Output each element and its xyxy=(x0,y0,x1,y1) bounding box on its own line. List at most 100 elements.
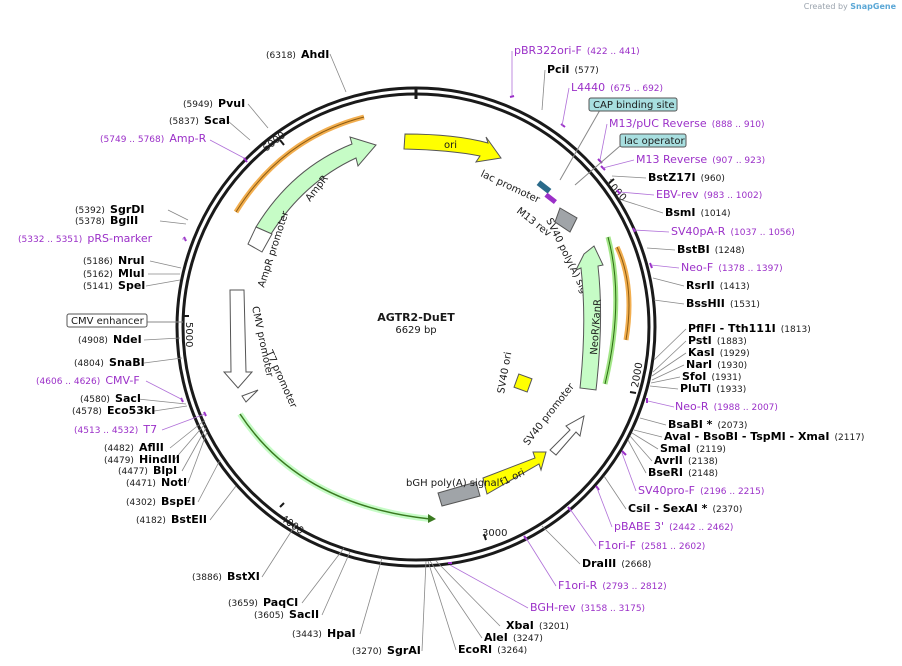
site-leader-line xyxy=(619,191,655,196)
feature-neor-green-core xyxy=(604,236,617,385)
site-name: ScaI xyxy=(204,114,230,127)
site-position: (2073) xyxy=(718,421,748,431)
site-position: (2668) xyxy=(621,560,651,570)
site-label: (6318) AhdI xyxy=(266,43,329,62)
site-label: (5837) ScaI xyxy=(169,109,230,128)
site-position: (4578) xyxy=(72,407,102,417)
site-leader-line xyxy=(633,429,663,438)
site-leader-line xyxy=(651,364,685,381)
site-name: SV40pro-F xyxy=(638,484,695,497)
site-leader-line xyxy=(650,376,681,384)
feature-ori-label: ori xyxy=(444,140,457,151)
site-position: (4606 .. 4626) xyxy=(36,377,100,387)
site-label: (5162) MluI xyxy=(83,262,145,281)
site-position: (5141) xyxy=(83,282,113,292)
feature-neor-label: NeoR/KanR xyxy=(589,299,604,356)
site-label: (4908) NdeI xyxy=(78,328,142,347)
site-labels: (6318) AhdI(5949) PvuI(5837) ScaI(5749 .… xyxy=(18,43,864,657)
site-name: PstI xyxy=(688,334,712,347)
watermark-prefix: Created by xyxy=(803,2,848,11)
site-label: (5378) BglII xyxy=(75,209,138,228)
site-leader-line xyxy=(181,427,207,472)
site-position: (907 .. 923) xyxy=(712,156,765,166)
site-label: (5392) SgrDI xyxy=(75,198,144,217)
site-leader-line xyxy=(647,400,675,408)
site-leader-line xyxy=(541,69,546,111)
site-name: BglII xyxy=(110,214,138,227)
site-leader-line xyxy=(227,120,251,141)
lac-operator-box: lac operator xyxy=(574,133,687,186)
site-label: AvrII (2138) xyxy=(654,449,718,468)
site-label: (4578) Eco53kI xyxy=(72,399,155,418)
site-leader-line xyxy=(561,87,570,127)
site-name: BssHII xyxy=(686,297,725,310)
site-position: (4908) xyxy=(78,336,108,346)
site-leader-line xyxy=(161,413,206,431)
site-label: SV40pA-R (1037 .. 1056) xyxy=(671,220,795,239)
site-name: AhdI xyxy=(301,48,329,61)
site-name: AflII xyxy=(139,441,164,454)
site-position: (4482) xyxy=(104,444,134,454)
site-position: (4479) xyxy=(104,456,134,466)
site-name: BstBI xyxy=(677,243,710,256)
site-name: BstZ17I xyxy=(648,171,696,184)
site-leader-line xyxy=(421,560,427,652)
feature-bgh-polya: bGH poly(A) signal xyxy=(406,478,499,507)
site-name: RsrII xyxy=(686,279,715,292)
site-position: (1413) xyxy=(720,282,750,292)
site-label: SfoI (1931) xyxy=(682,365,741,384)
ruler-label-5000: 5000 xyxy=(183,322,194,347)
site-leader-line xyxy=(629,435,653,462)
site-name: XbaI xyxy=(506,619,534,632)
site-label: (4482) AflII xyxy=(104,436,164,455)
site-position: (3158 .. 3175) xyxy=(581,604,645,614)
site-position: (1813) xyxy=(781,325,811,335)
site-name: SacI xyxy=(115,392,141,405)
lac-operator-label: lac operator xyxy=(624,136,685,147)
site-position: (5837) xyxy=(169,117,199,127)
cmv-enhancer-label: CMV enhancer xyxy=(71,316,145,327)
site-name: PvuI xyxy=(218,97,245,110)
watermark-brand: SnapGene xyxy=(850,2,896,11)
feature-ampr-orange-core xyxy=(235,116,365,213)
site-position: (422 .. 441) xyxy=(587,47,640,57)
site-leader-line xyxy=(603,475,627,510)
site-leader-line xyxy=(627,439,647,474)
site-name: MluI xyxy=(118,267,145,280)
site-label: (4479) HindIII xyxy=(104,448,180,467)
site-name: Neo-F xyxy=(681,261,713,274)
site-position: (2196 .. 2215) xyxy=(700,487,764,497)
site-label: PflFI - Tth111I (1813) xyxy=(688,317,811,336)
site-label: PstI (1883) xyxy=(688,329,747,348)
site-name: Amp-R xyxy=(169,132,206,145)
site-name: SmaI xyxy=(660,442,691,455)
site-label: (4302) BspEI xyxy=(126,490,195,509)
site-label: AleI (3247) xyxy=(484,626,543,645)
site-position: (1933) xyxy=(716,385,746,395)
site-name: pBR322ori-F xyxy=(514,44,582,57)
site-position: (4477) xyxy=(118,467,148,477)
site-position: (6318) xyxy=(266,51,296,61)
site-name: SgrDI xyxy=(110,203,144,216)
site-name: M13 Reverse xyxy=(636,153,707,166)
site-position: (4804) xyxy=(74,359,104,369)
site-name: HpaI xyxy=(327,627,356,640)
site-position: (3605) xyxy=(254,611,284,621)
site-leader-line xyxy=(159,220,187,225)
site-name: PluTI xyxy=(680,382,711,395)
site-leader-line xyxy=(149,260,182,269)
site-leader-line xyxy=(621,199,664,214)
site-leader-line xyxy=(650,264,680,269)
site-position: (5749 .. 5768) xyxy=(100,135,164,145)
site-name: HindIII xyxy=(139,453,180,466)
site-name: KasI xyxy=(688,346,715,359)
site-name: F1ori-F xyxy=(598,539,636,552)
site-label: M13 Reverse (907 .. 923) xyxy=(636,148,765,167)
site-label: (5332 .. 5351) pRS-marker xyxy=(18,227,153,246)
site-position: (960) xyxy=(701,174,725,184)
site-leader-line xyxy=(143,357,183,364)
site-label: (5749 .. 5768) Amp-R xyxy=(100,127,207,146)
feature-ampr: AmpR xyxy=(255,136,377,235)
feature-bgh-polya-label: bGH poly(A) signal xyxy=(406,478,499,489)
